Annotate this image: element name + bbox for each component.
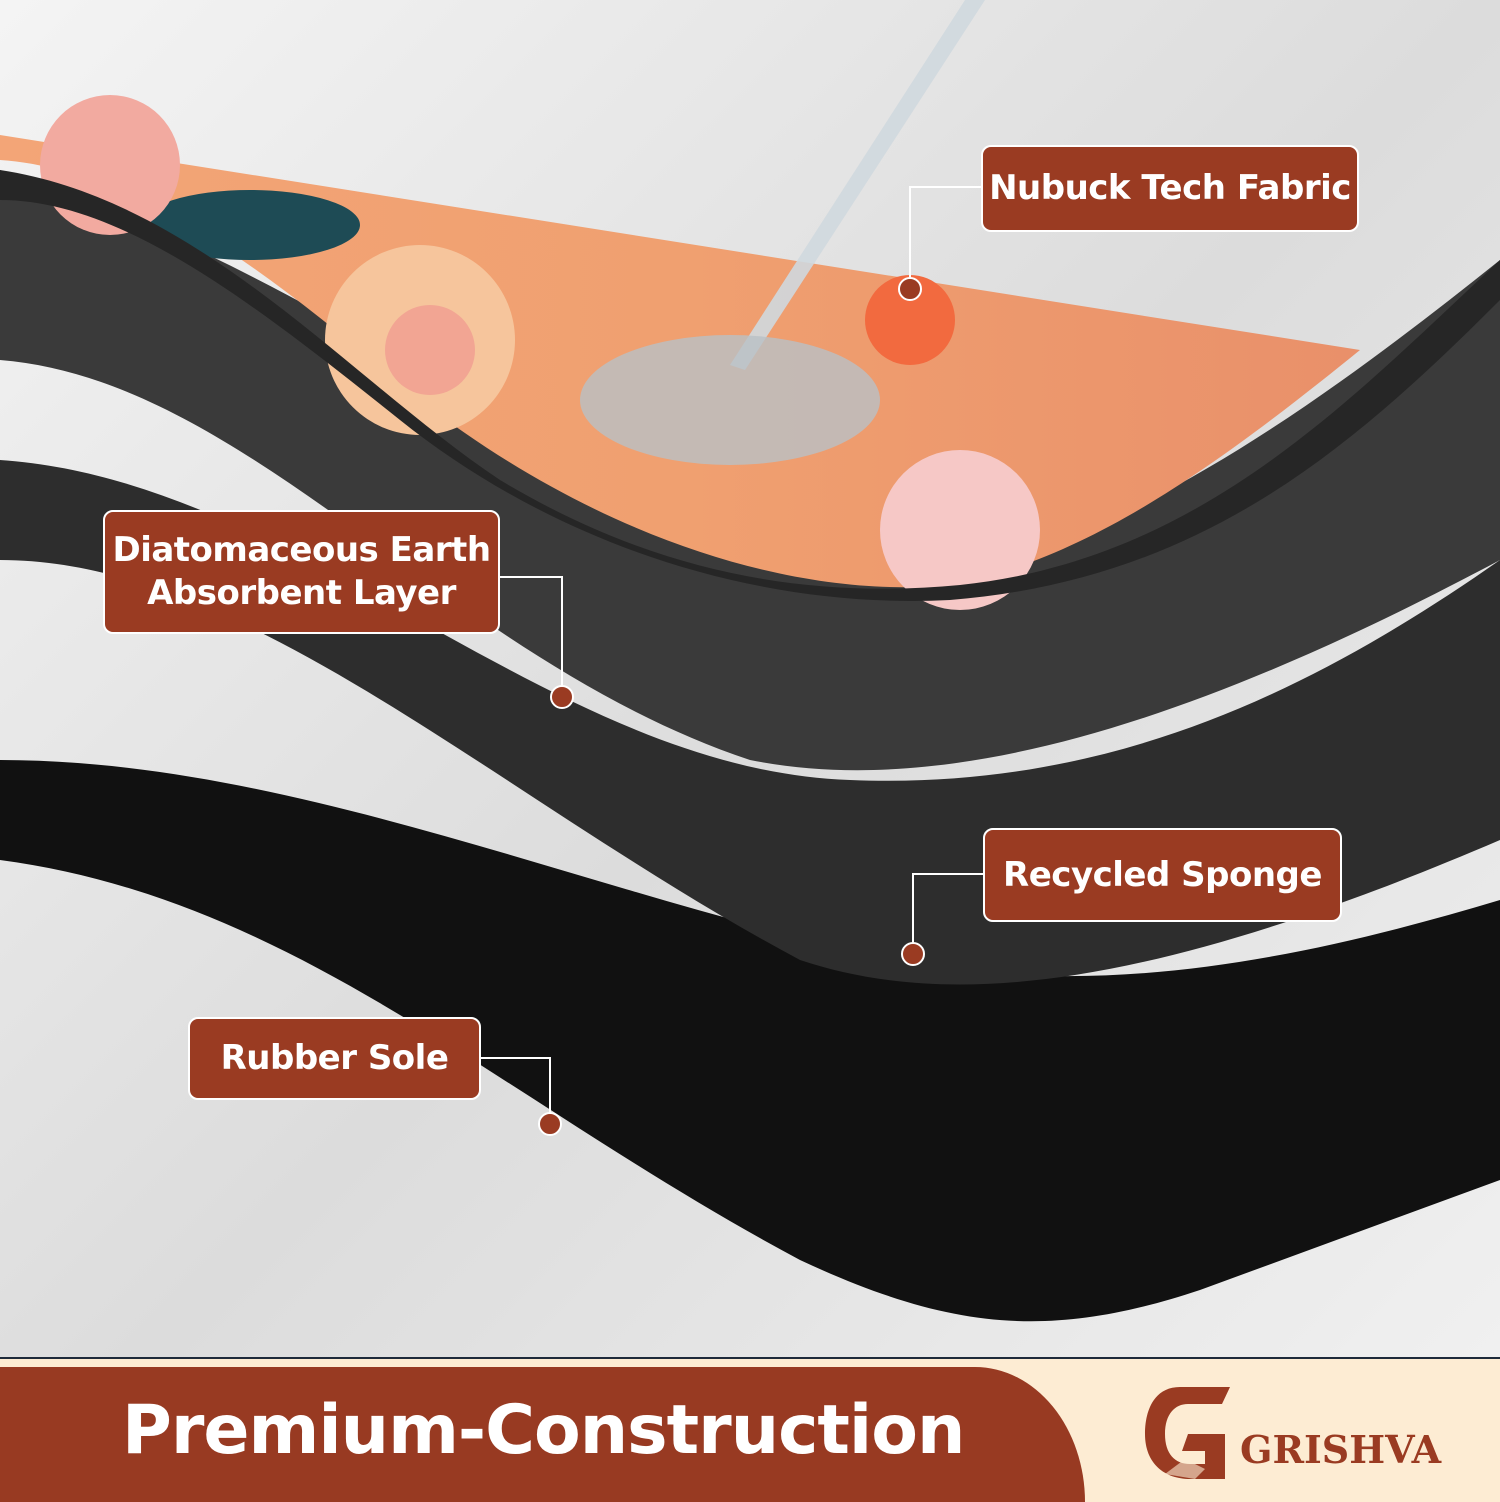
nubuck-dot	[898, 277, 922, 301]
g-handshake-logo-icon	[1145, 1387, 1230, 1479]
diatom-label-line2: Absorbent Layer	[147, 573, 456, 613]
sponge-label: Recycled Sponge	[1003, 854, 1322, 895]
brand-name: GRISHVA	[1240, 1427, 1442, 1472]
sponge-dot	[901, 942, 925, 966]
brand-logo: GRISHVA	[1140, 1379, 1460, 1489]
diatom-label-line1: Diatomaceous Earth	[112, 530, 491, 570]
water-stream	[730, 0, 985, 370]
rubber-sole-layer	[0, 760, 1500, 1322]
rubber-dot	[538, 1112, 562, 1136]
nubuck-callout: Nubuck Tech Fabric	[981, 145, 1359, 232]
diatom-layer	[0, 170, 1500, 771]
nubuck-label: Nubuck Tech Fabric	[989, 168, 1351, 208]
diatom-callout: Diatomaceous Earth Absorbent Layer	[103, 510, 500, 634]
sponge-callout: Recycled Sponge	[983, 828, 1342, 922]
diatom-dot	[550, 685, 574, 709]
rubber-label: Rubber Sole	[220, 1038, 449, 1078]
bottom-banner: Premium-Construction GRISHVA	[0, 1357, 1500, 1502]
rubber-callout: Rubber Sole	[188, 1017, 481, 1100]
banner-shape	[0, 1367, 1085, 1502]
banner-title: Premium-Construction	[122, 1391, 965, 1470]
